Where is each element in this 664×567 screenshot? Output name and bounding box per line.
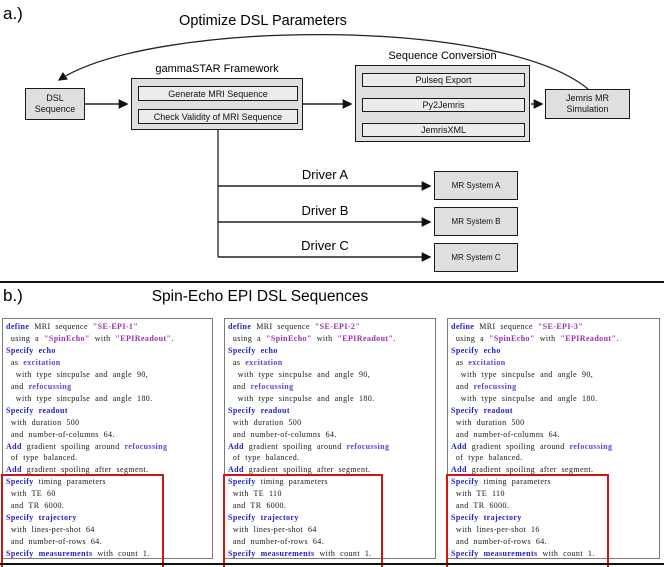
code-line: Specify measurements with count 1. [451,549,595,559]
code-panel-se-epi-1: define MRI sequence "SE-EPI-1" using a "… [1,318,213,567]
code-line: with type sincpulse and angle 180. [6,393,153,403]
code-line: of type balanced. [6,453,78,463]
code-line: Add gradient spoiling around refocussing [228,441,390,451]
diagram-connectors [57,33,589,262]
code-line: Specify echo [228,345,278,355]
mr-system-a-box: MR System A [434,171,518,200]
code-line: with lines-per-shot 64 [228,525,317,535]
code-line: as excitation [6,357,61,367]
code-line: Specify trajectory [451,513,522,523]
code-line: using a "SpinEcho" with "EPIReadout". [451,333,619,343]
code-line: Specify echo [451,345,501,355]
driver-b-label: Driver B [301,203,349,218]
code-line: with type sincpulse and angle 180. [451,393,598,403]
framework-step-check: Check Validity of MRI Sequence [138,109,298,124]
code-line: as excitation [451,357,506,367]
code-line: and number-of-columns 64. [228,429,337,439]
code-line: with lines-per-shot 16 [451,525,540,535]
code-line: Specify timing parameters [228,477,328,487]
feedback-loop-arrow [57,33,589,90]
code-panel-se-epi-3: define MRI sequence "SE-EPI-3" using a "… [446,318,660,567]
framework-title: gammaSTAR Framework [155,63,279,75]
code-line: with type sincpulse and angle 90, [451,369,594,379]
code-line: with TE 110 [228,489,282,499]
code-line: define MRI sequence "SE-EPI-2" [228,322,361,331]
code-line: with TE 110 [451,489,505,499]
section-b-title: Spin-Echo EPI DSL Sequences [151,288,369,305]
conversion-step-pulseq: Pulseq Export [362,73,525,87]
conversion-box: Pulseq Export Py2Jemris JemrisXML [355,65,530,142]
code-line: Specify timing parameters [451,477,551,487]
code-line: using a "SpinEcho" with "EPIReadout". [6,333,174,343]
mr-system-b-box: MR System B [434,207,518,236]
section-divider-top [0,281,664,283]
conversion-step-py2jemris: Py2Jemris [362,98,525,112]
code-line: Specify echo [6,345,56,355]
conversion-title: Sequence Conversion [388,50,497,62]
code-line: with duration 500 [228,417,302,427]
section-a-label: a.) [3,4,23,23]
jemris-simulation-box: Jemris MR Simulation [545,89,630,119]
code-line: Specify timing parameters [6,477,106,487]
framework-box: Generate MRI Sequence Check Validity of … [131,78,303,130]
code-line: Specify readout [451,405,513,415]
code-line: Specify readout [6,405,68,415]
code-line: as excitation [228,357,283,367]
code-line: Add gradient spoiling after segment. [451,465,594,475]
code-line: and TR 6000. [6,501,65,511]
code-line: of type balanced. [228,453,300,463]
code-line: using a "SpinEcho" with "EPIReadout". [228,333,396,343]
code-line: and number-of-rows 64. [228,537,325,547]
driver-a-label: Driver A [301,167,349,182]
code-line: Specify measurements with count 1. [228,549,372,559]
code-line: and number-of-columns 64. [451,429,560,439]
code-line: define MRI sequence "SE-EPI-3" [451,322,584,331]
code-line: and number-of-rows 64. [6,537,103,547]
driver-c-label: Driver C [301,238,349,253]
code-lines: define MRI sequence "SE-EPI-3" using a "… [451,321,659,560]
code-line: with type sincpulse and angle 90, [228,369,371,379]
code-line: Add gradient spoiling after segment. [228,465,371,475]
code-line: and refocussing [6,381,72,391]
conversion-step-jemrisxml: JemrisXML [362,123,525,137]
section-divider-bottom [0,563,664,565]
code-line: and refocussing [228,381,294,391]
code-line: Add gradient spoiling around refocussing [451,441,613,451]
code-line: and TR 6000. [451,501,510,511]
code-line: with TE 60 [6,489,56,499]
code-line: Specify readout [228,405,290,415]
mr-system-c-box: MR System C [434,243,518,272]
code-lines: define MRI sequence "SE-EPI-2" using a "… [228,321,435,560]
code-line: define MRI sequence "SE-EPI-1" [6,322,139,331]
code-line: and refocussing [451,381,517,391]
code-line: Add gradient spoiling after segment. [6,465,149,475]
code-panel-se-epi-2: define MRI sequence "SE-EPI-2" using a "… [223,318,436,567]
code-line: and number-of-columns 64. [6,429,115,439]
code-line: Specify trajectory [228,513,299,523]
framework-step-generate: Generate MRI Sequence [138,86,298,101]
code-line: of type balanced. [451,453,523,463]
code-line: and TR 6000. [228,501,287,511]
code-lines: define MRI sequence "SE-EPI-1" using a "… [6,321,212,560]
code-line: Specify trajectory [6,513,77,523]
code-line: Specify measurements with count 1. [6,549,150,559]
optimize-loop-label: Optimize DSL Parameters [179,13,347,29]
dsl-sequence-box: DSL Sequence [25,88,85,120]
code-line: with type sincpulse and angle 90, [6,369,149,379]
code-line: with type sincpulse and angle 180. [228,393,375,403]
code-line: with duration 500 [451,417,525,427]
code-line: and number-of-rows 64. [451,537,548,547]
code-line: with lines-per-shot 64 [6,525,95,535]
code-line: Add gradient spoiling around refocussing [6,441,168,451]
section-b-label: b.) [3,286,23,305]
code-line: with duration 500 [6,417,80,427]
